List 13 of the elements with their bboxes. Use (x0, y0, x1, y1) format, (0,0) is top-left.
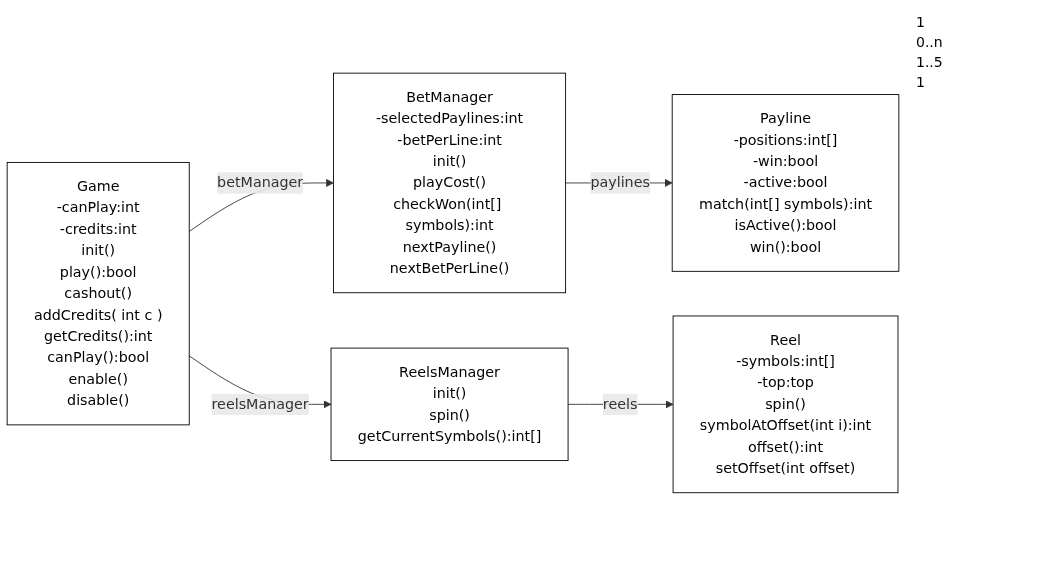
edge-label: paylines (590, 174, 650, 192)
multiplicity-label: 1 (916, 74, 926, 90)
multiplicity-label: 1..5 (916, 54, 944, 70)
node-box: Reel -symbols:int[] -top:top spin() symbolAtOffset(int i):int offset():int setOffset(int offset) (672, 315, 899, 494)
edge-label: reelsManager (211, 395, 309, 413)
edge-label: betManager (217, 174, 304, 192)
node-box: ReelsManager init() spin() getCurrentSymbols():int[] (330, 347, 569, 462)
node-box: Game -canPlay:int -credits:int init() play():bool cashout() addCredits( int c ) getCredits():int canPlay():bool enable() disable() (6, 162, 190, 426)
edge-label: reels (602, 395, 638, 413)
node-box: BetManager -selectedPaylines:int -betPerLine:int init() playCost() checkWon(int[] symbols):int nextPayline() nextBetPerLine() (333, 72, 567, 294)
multiplicity-label: 0..n (916, 34, 944, 50)
node-box: Payline -positions:int[] -win:bool -active:bool match(int[] symbols):int isActive():bool win():bool (671, 94, 900, 272)
multiplicity-label: 1 (916, 14, 926, 30)
